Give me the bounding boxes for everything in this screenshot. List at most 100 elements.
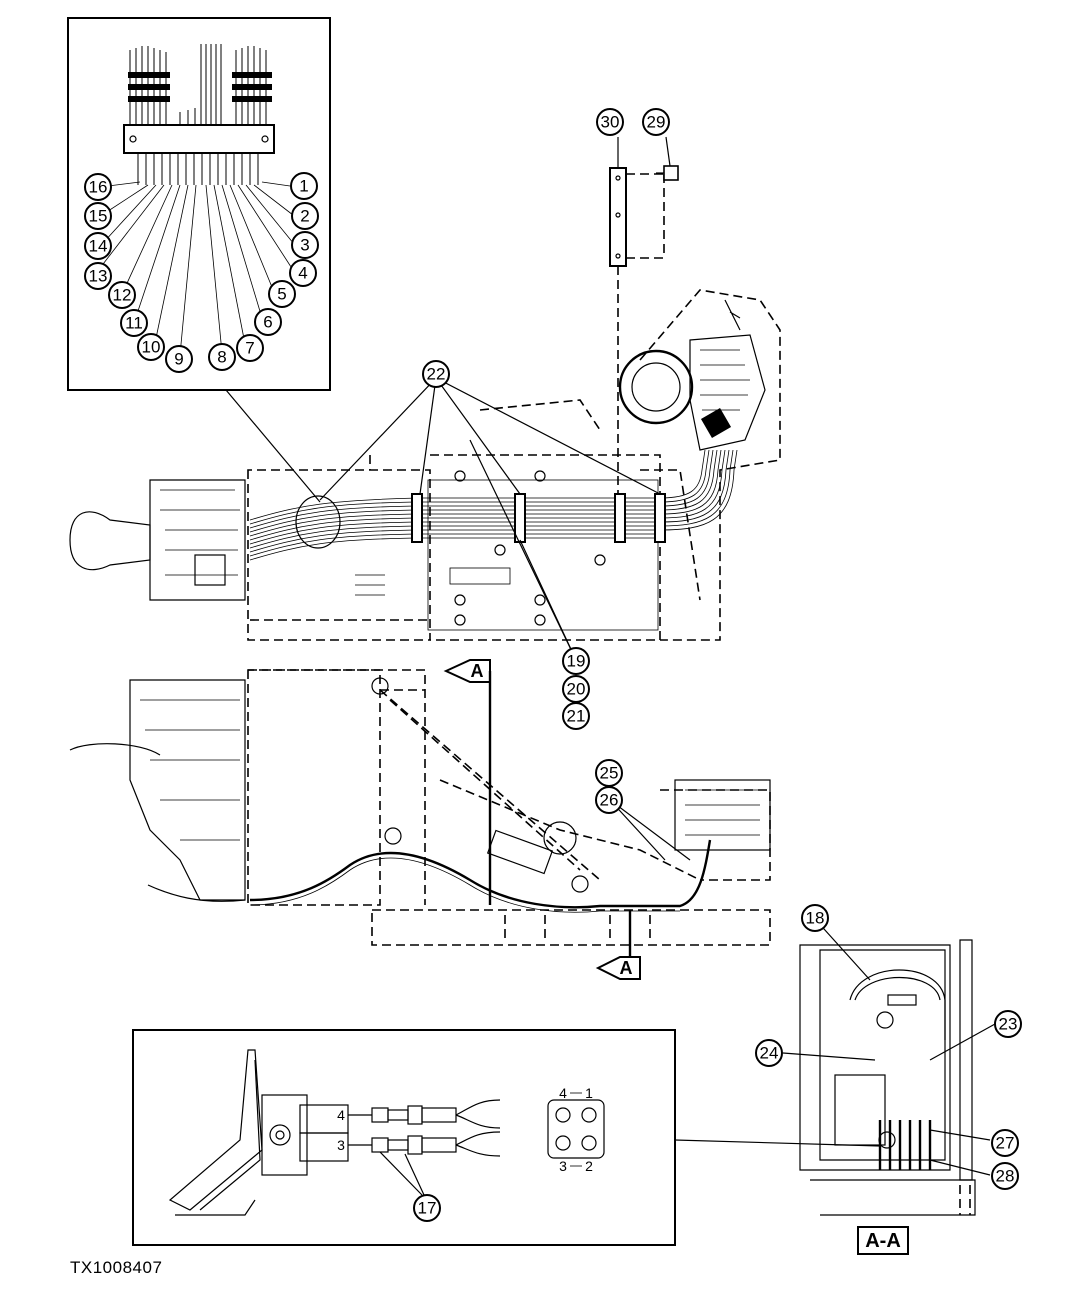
callout-circle <box>289 259 317 287</box>
callout-number: 19 <box>567 652 586 671</box>
bolt-part <box>656 136 679 181</box>
svg-text:4: 4 <box>337 1107 345 1123</box>
callout-number: 7 <box>245 339 254 358</box>
callout-circle <box>596 108 624 136</box>
callout-8: 8 <box>208 343 236 371</box>
callout-5: 5 <box>268 280 296 308</box>
callout-25: 25 <box>595 759 623 787</box>
lower-main-view <box>69 669 771 946</box>
callout-13: 13 <box>84 262 112 290</box>
callout-number: 5 <box>277 285 286 304</box>
inset-leader-line <box>225 389 321 503</box>
callout-number: 26 <box>600 791 619 810</box>
callout-circle <box>108 281 136 309</box>
connector-pair-lower <box>371 1131 501 1157</box>
callout-number: 14 <box>89 237 108 256</box>
callout-circle <box>422 360 450 388</box>
callout-number: 15 <box>89 207 108 226</box>
detail-inset-harness-clamp <box>67 17 331 391</box>
callout-circle <box>562 702 590 730</box>
callout-number: 23 <box>999 1015 1018 1034</box>
bracket-part <box>609 136 679 500</box>
callout-number: 20 <box>567 680 586 699</box>
section-view-label: A-A <box>857 1226 909 1255</box>
callout-circle <box>120 309 148 337</box>
callout-circle <box>84 173 112 201</box>
upper-main-view <box>69 289 781 661</box>
callout-circle <box>595 786 623 814</box>
callout-number: 6 <box>263 313 272 332</box>
callout-circle <box>236 334 264 362</box>
svg-text:3: 3 <box>559 1158 567 1174</box>
svg-text:3: 3 <box>337 1137 345 1153</box>
callout-number: 29 <box>647 113 666 132</box>
callout-number: 22 <box>427 365 446 384</box>
callout-number: 4 <box>298 264 307 283</box>
callout-circle <box>84 262 112 290</box>
figure-id: TX1008407 <box>70 1258 163 1277</box>
harness-clamp <box>614 493 626 543</box>
svg-text:1: 1 <box>585 1085 593 1101</box>
callout-11: 11 <box>120 309 148 337</box>
callout-circle <box>137 333 165 361</box>
callout-circle <box>801 904 829 932</box>
callout-29: 29 <box>642 108 670 136</box>
callout-circle <box>84 232 112 260</box>
callout-2: 2 <box>291 202 319 230</box>
callout-30: 30 <box>596 108 624 136</box>
callout-circle <box>413 1194 441 1222</box>
callout-circle <box>208 343 236 371</box>
callout-number: 8 <box>217 348 226 367</box>
callout-number: 30 <box>601 113 620 132</box>
callout-4: 4 <box>289 259 317 287</box>
harness-clamp <box>514 493 526 543</box>
callout-circle <box>991 1129 1019 1157</box>
callout-number: 27 <box>996 1134 1015 1153</box>
callout-15: 15 <box>84 202 112 230</box>
callout-number: 10 <box>142 338 161 357</box>
callout-number: 3 <box>300 236 309 255</box>
callout-17: 17 <box>413 1194 441 1222</box>
callout-circle <box>291 202 319 230</box>
callout-number: 24 <box>760 1044 779 1063</box>
svg-text:A-A: A-A <box>865 1230 901 1252</box>
callout-circle <box>991 1162 1019 1190</box>
svg-text:A: A <box>620 958 633 978</box>
callout-number: 9 <box>174 350 183 369</box>
callout-number: 2 <box>300 207 309 226</box>
detail-inset-sensor: 4 3 4 1 3 2 <box>132 1029 676 1246</box>
callout-circle <box>562 647 590 675</box>
callout-number: 18 <box>806 909 825 928</box>
callout-12: 12 <box>108 281 136 309</box>
callout-23: 23 <box>994 1010 1022 1038</box>
callout-number: 28 <box>996 1167 1015 1186</box>
svg-text:A: A <box>471 661 484 681</box>
callout-22-leaders <box>319 377 661 501</box>
callout-10: 10 <box>137 333 165 361</box>
svg-text:2: 2 <box>585 1158 593 1174</box>
callout-number: 21 <box>567 707 586 726</box>
section-arrow-top: A <box>443 659 492 905</box>
callout-27: 27 <box>991 1129 1019 1157</box>
callout-number: 11 <box>125 314 143 333</box>
callout-22: 22 <box>422 360 450 388</box>
callout-24: 24 <box>755 1039 783 1067</box>
callout-circle <box>994 1010 1022 1038</box>
section-view-a-a <box>674 918 996 1216</box>
connector-pair-upper <box>371 1099 501 1129</box>
callout-circle <box>254 308 282 336</box>
svg-text:4: 4 <box>559 1085 567 1101</box>
callout-3: 3 <box>291 231 319 259</box>
callout-circle <box>755 1039 783 1067</box>
clamp-wire-bundle <box>128 44 272 125</box>
inset-leader-lines <box>99 181 295 356</box>
callout-circle <box>291 231 319 259</box>
callout-number: 13 <box>89 267 108 286</box>
callout-9: 9 <box>165 345 193 373</box>
callout-number: 12 <box>113 286 132 305</box>
connector-face: 4 1 3 2 <box>547 1085 605 1174</box>
callout-19: 19 <box>562 647 590 675</box>
callout-circle <box>84 202 112 230</box>
callout-number: 17 <box>418 1199 437 1218</box>
callout-group: 1234567891011121314151617181920212223242… <box>84 108 1022 1222</box>
